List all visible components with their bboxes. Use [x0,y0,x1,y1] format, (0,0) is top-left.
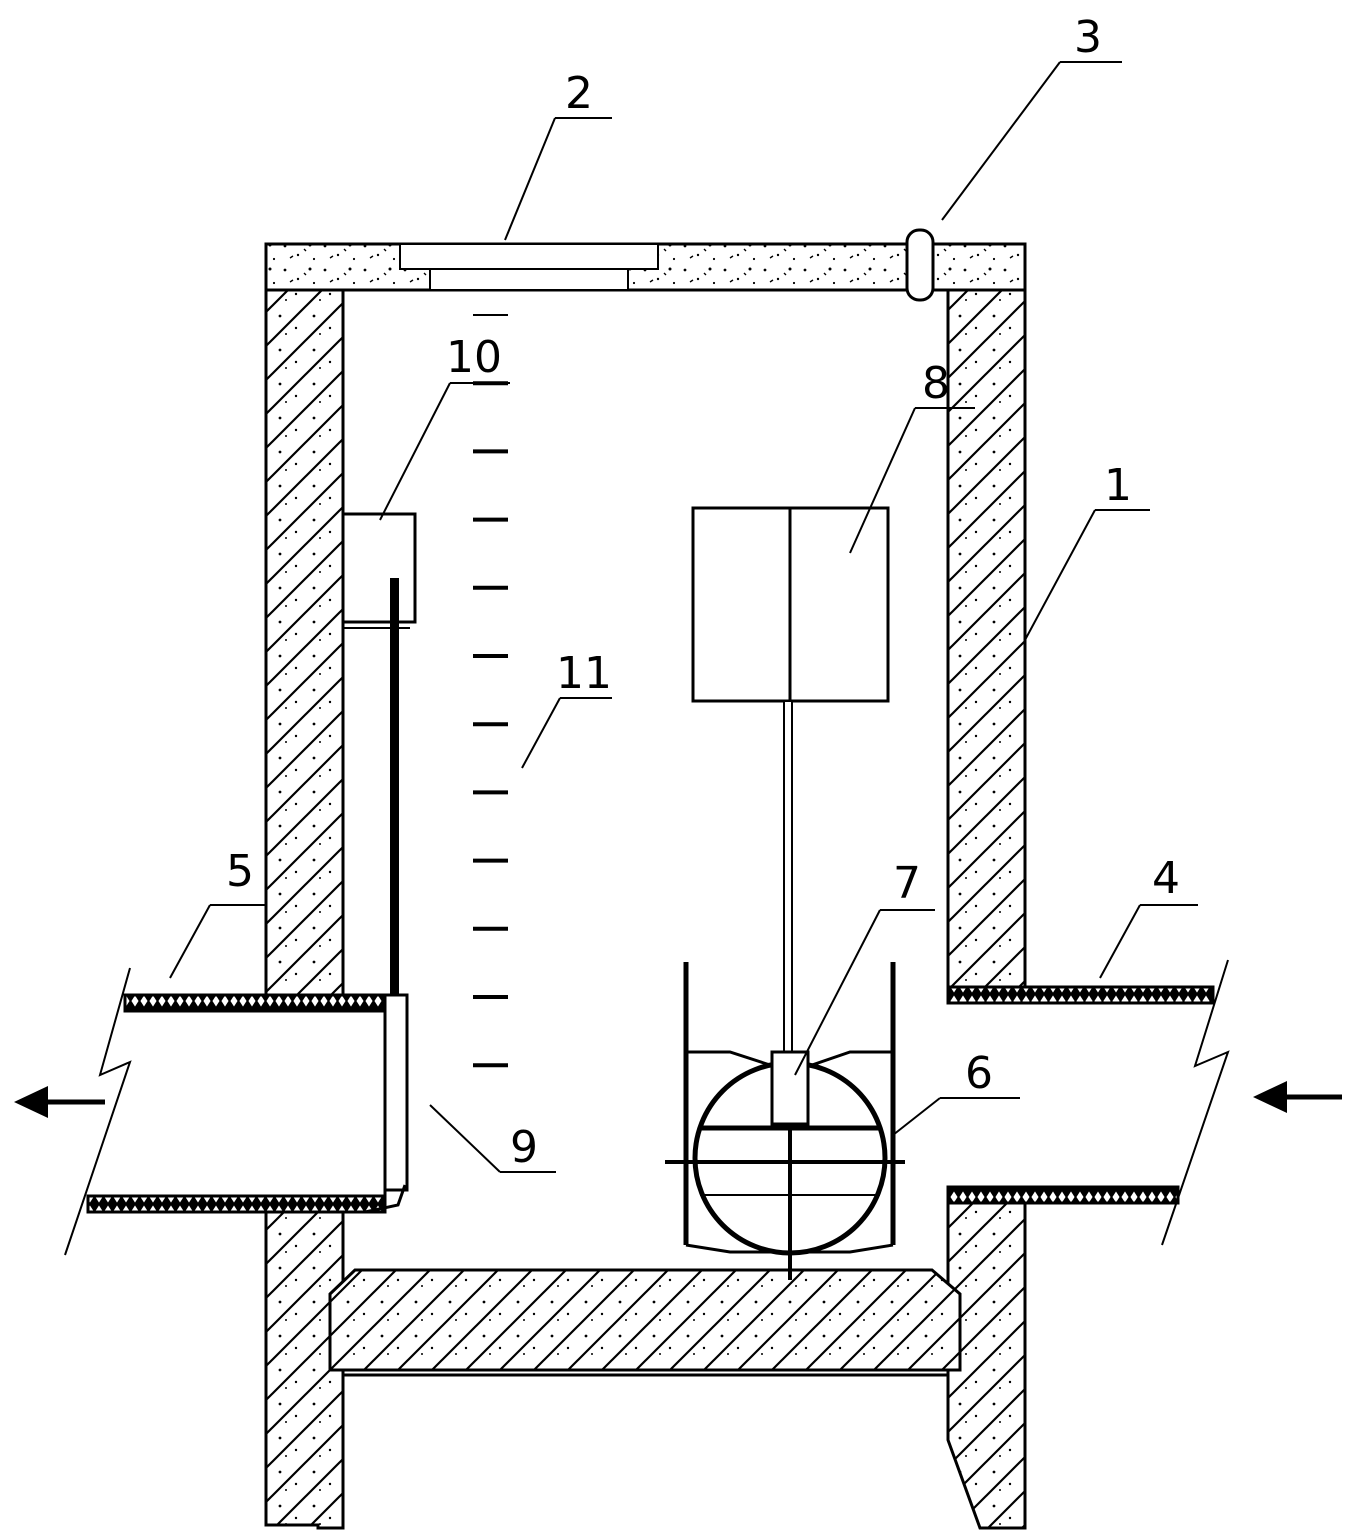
water-level-scale [473,314,508,1068]
leader-8 [849,407,916,554]
inlet-pipe-top-wall [946,985,1215,1005]
bottom-slab [328,1268,962,1372]
label-5: 5 [226,846,254,897]
leader-11 [521,697,561,769]
vent-pipe [905,228,935,302]
leader-5-inner [169,904,211,979]
leader-7 [794,909,881,1076]
label-1: 1 [1104,460,1132,511]
inlet-arrow-icon [1253,1081,1342,1113]
float-box [341,512,417,624]
label-4: 4 [1152,853,1180,904]
leader-4 [1099,904,1141,979]
right-wall-upper [946,288,1027,989]
label-8: 8 [922,358,950,409]
label-11: 11 [556,648,612,699]
leader-9 [429,1104,501,1173]
leader-1 [1024,509,1096,641]
label-7: 7 [893,858,921,909]
valve-stem [783,700,793,1062]
leader-6 [892,1097,941,1136]
label-3: 3 [1074,12,1102,63]
leader-10 [379,382,451,521]
label-10: 10 [446,332,502,383]
outlet-pipe-bottom-wall [86,1194,387,1214]
label-2: 2 [565,68,593,119]
label-6: 6 [965,1048,993,1099]
leader-3 [941,61,1061,221]
label-9: 9 [510,1122,538,1173]
flap-gate-hinge-edge [364,1184,407,1214]
float-rod [390,578,399,998]
leader-2 [504,117,556,241]
outlet-pipe-top-wall [123,993,407,1013]
valve-stem-connector [770,1050,810,1126]
outlet-arrow-icon [14,1086,105,1118]
flap-gate-plate [383,993,409,1192]
inlet-pipe-bottom-wall [946,1185,1180,1205]
manhole-cover-seat [429,268,629,291]
inlet-pipe-break-line [1161,959,1230,1246]
outlet-pipe-break-line [64,967,132,1256]
manhole-cover [399,243,659,270]
left-wall-upper [264,288,345,997]
